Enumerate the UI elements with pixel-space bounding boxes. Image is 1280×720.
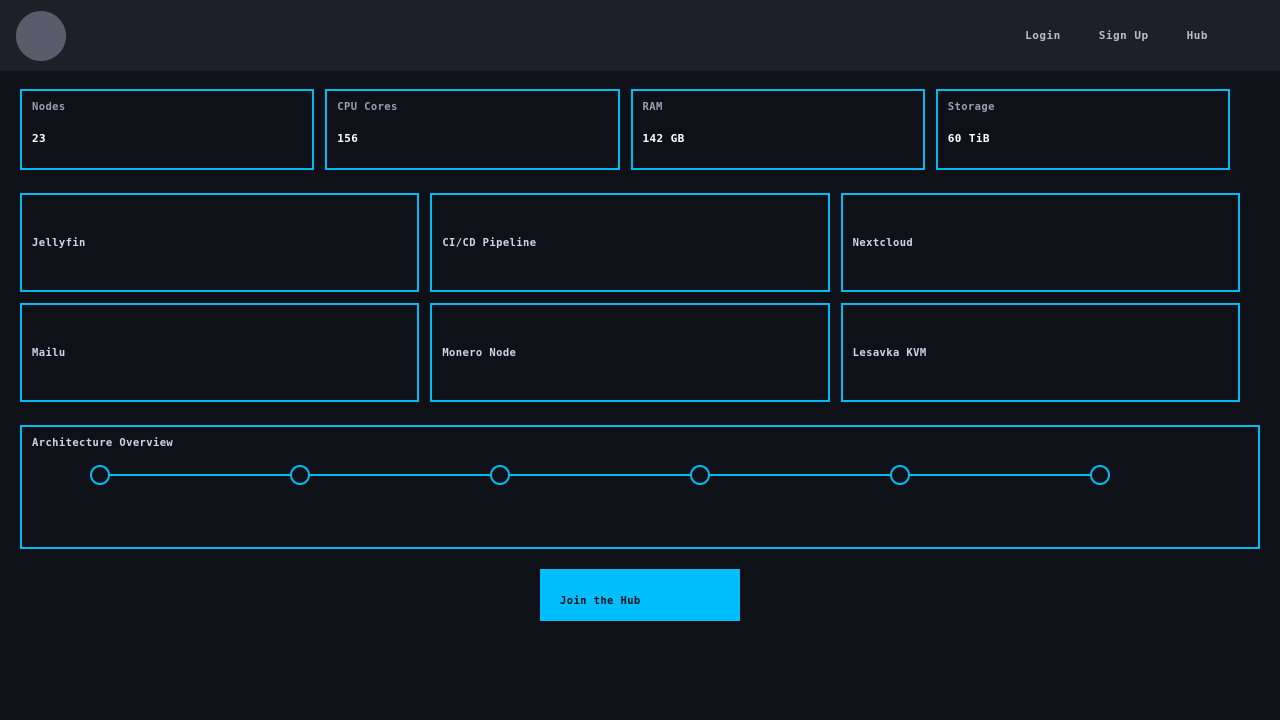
stat-value: 60 TiB [947,132,990,145]
service-card-cicd-pipeline[interactable]: CI/CD Pipeline [430,193,830,292]
service-card-mailu[interactable]: Mailu [20,303,420,402]
service-card-nextcloud[interactable]: Nextcloud [840,193,1240,292]
stat-value: 23 [32,132,47,145]
stat-label: RAM [642,101,663,113]
architecture-node-1[interactable] [90,465,110,485]
architecture-title: Architecture Overview [32,437,174,449]
architecture-node-5[interactable] [890,465,910,485]
architecture-panel: Architecture Overview [20,425,1260,549]
nav-link-login[interactable]: Login [1025,29,1061,42]
service-name: CI/CD Pipeline [442,236,537,249]
stats-row: Nodes 23 CPU Cores 156 RAM 142 GB Storag… [0,71,1280,170]
stat-value: 156 [337,132,359,145]
nav-link-signup[interactable]: Sign Up [1098,29,1149,42]
architecture-node-3[interactable] [490,465,510,485]
service-name: Jellyfin [32,236,86,249]
architecture-diagram [90,465,1110,485]
join-the-hub-button[interactable]: Join the Hub [540,569,740,621]
stat-card-cpu-cores: CPU Cores 156 [325,89,620,170]
service-name: Monero Node [442,346,517,359]
stat-card-storage: Storage 60 TiB [935,89,1230,170]
nav-link-hub[interactable]: Hub [1186,29,1208,42]
architecture-node-4[interactable] [690,465,710,485]
stat-card-ram: RAM 142 GB [630,89,925,170]
main-nav: Login Sign Up Hub [1025,29,1256,42]
service-card-jellyfin[interactable]: Jellyfin [20,193,420,292]
service-name: Nextcloud [852,236,914,249]
site-header: Login Sign Up Hub [0,0,1280,71]
service-card-monero-node[interactable]: Monero Node [430,303,830,402]
architecture-node-2[interactable] [290,465,310,485]
services-grid: Jellyfin CI/CD Pipeline Nextcloud Mailu … [0,170,1280,402]
stat-label: CPU Cores [337,101,398,113]
service-name: Lesavka KVM [852,346,927,359]
architecture-section: Architecture Overview [0,402,1280,549]
stat-value: 142 GB [642,132,685,145]
cta-section: Join the Hub [0,549,1280,621]
stat-label: Nodes [32,101,66,113]
service-name: Mailu [32,346,66,359]
stat-card-nodes: Nodes 23 [20,89,315,170]
architecture-node-6[interactable] [1090,465,1110,485]
service-card-lesavka-kvm[interactable]: Lesavka KVM [840,303,1240,402]
user-avatar[interactable] [16,10,66,61]
stat-label: Storage [947,101,995,113]
services-row-1: Jellyfin CI/CD Pipeline Nextcloud [20,193,1240,292]
services-row-2: Mailu Monero Node Lesavka KVM [20,303,1240,402]
